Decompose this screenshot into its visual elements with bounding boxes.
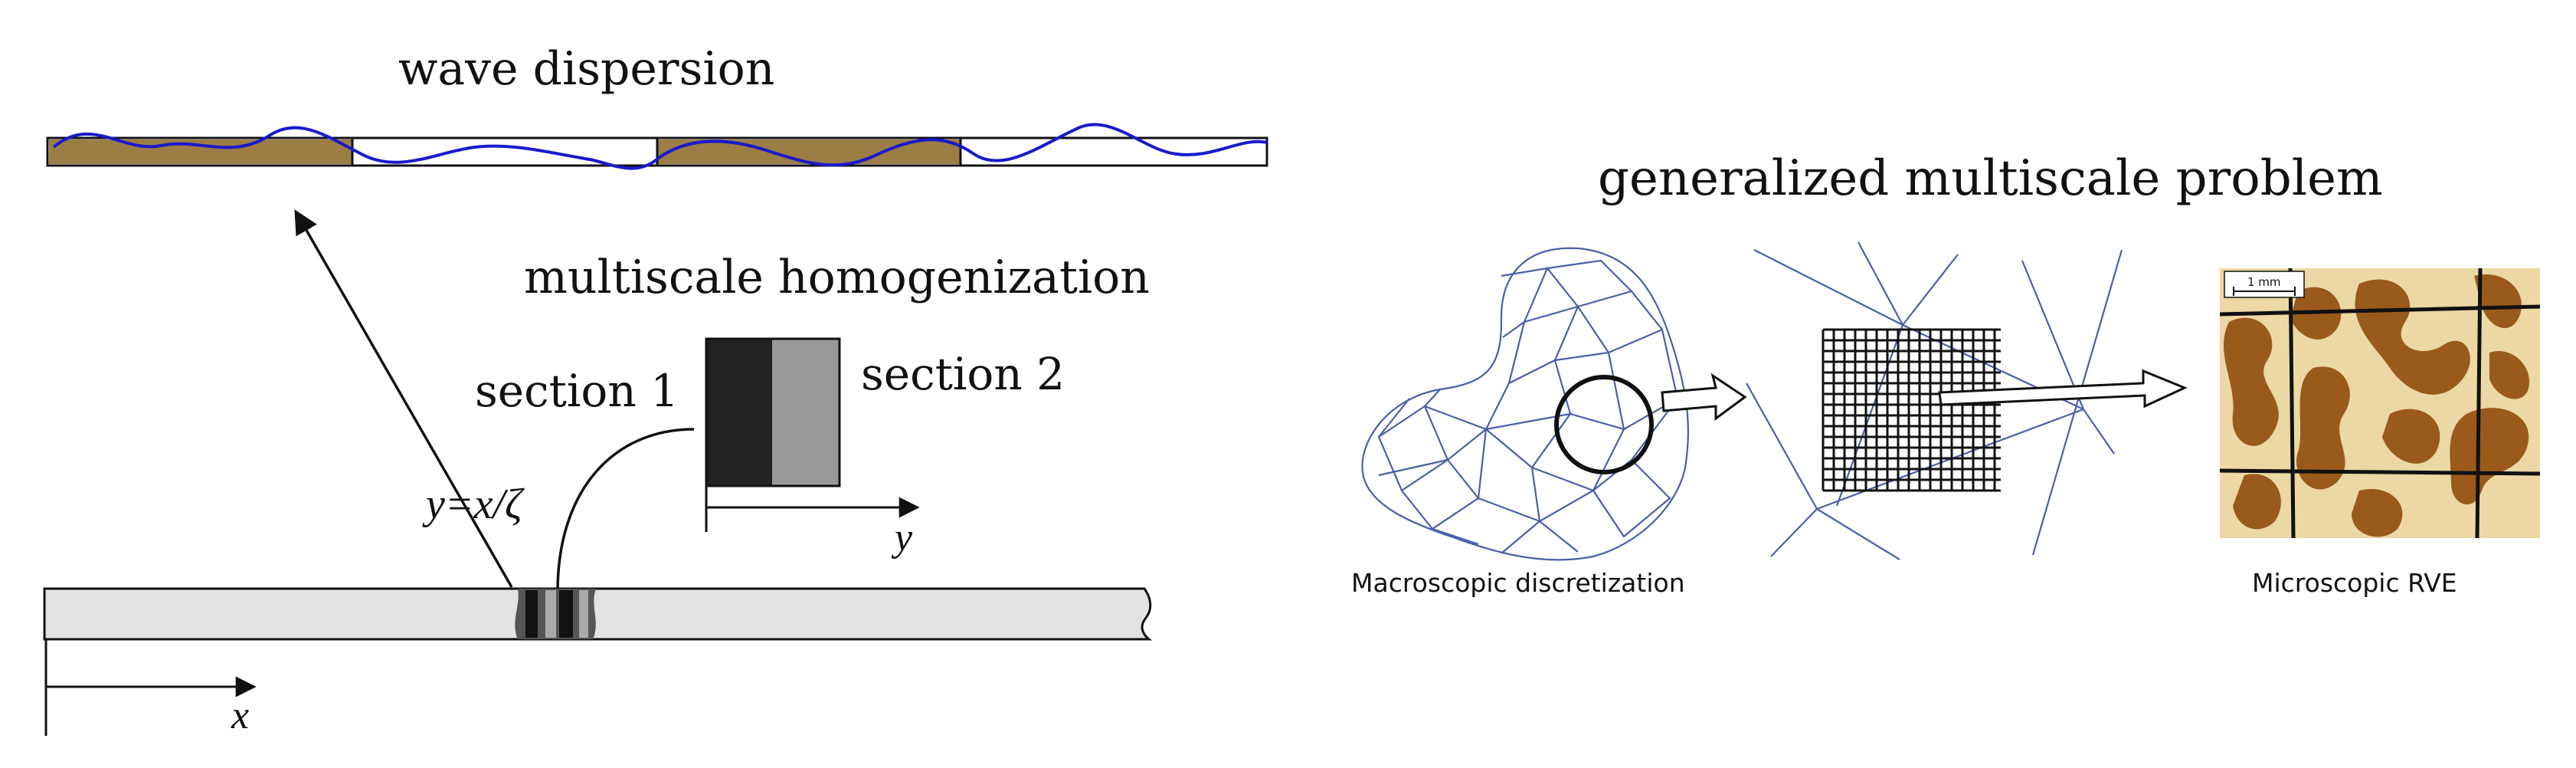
rve-scale-bar-box — [2224, 271, 2305, 298]
zoom-arrow-2 — [1938, 369, 2188, 409]
unit-cell-section-2 — [772, 339, 840, 486]
microscopic-rve: 1 mm — [2219, 267, 2541, 539]
y-axis-label: y — [891, 516, 913, 560]
scale-arrow — [294, 209, 513, 588]
rod-band-3 — [559, 590, 573, 638]
macro-domain-outline — [1361, 247, 1690, 561]
microscopic-rve-label: Microscopic RVE — [2252, 568, 2457, 598]
layer-brown-1 — [49, 139, 352, 164]
wave-dispersion-title: wave dispersion — [398, 42, 774, 96]
unit-cell-section-1 — [706, 339, 772, 486]
rod — [43, 587, 1153, 641]
zoom-arrow-1 — [1661, 373, 1747, 421]
fine-grid — [1822, 328, 2001, 492]
homogenization-panel: multiscale homogenization section 1 sect… — [422, 251, 1150, 592]
macro-zoom-circle — [1554, 375, 1654, 474]
rod-band-2 — [545, 590, 556, 638]
wave-curve — [52, 123, 1268, 170]
macro-mesh-lines — [1377, 259, 1679, 554]
micro-mesh-zoom — [1746, 241, 2123, 560]
generalized-multiscale-title: generalized multiscale problem — [1598, 150, 2383, 207]
x-axis-label: x — [231, 694, 249, 737]
multiscale-homogenization-title: multiscale homogenization — [524, 251, 1150, 304]
rve-scale-bar-label: 1 mm — [2247, 275, 2281, 289]
macroscopic-mesh — [1361, 247, 1690, 561]
rod-band-4 — [579, 590, 588, 638]
rod-band-1 — [525, 590, 538, 638]
section-1-label: section 1 — [475, 365, 679, 417]
zoom-curve — [556, 428, 695, 592]
rod-panel: x — [43, 587, 1153, 737]
wave-dispersion-panel: wave dispersion — [46, 42, 1268, 170]
macroscopic-discretization-label: Macroscopic discretization — [1351, 568, 1685, 598]
section-2-label: section 2 — [861, 348, 1065, 400]
scaling-label: y=x/ζ — [422, 481, 525, 528]
